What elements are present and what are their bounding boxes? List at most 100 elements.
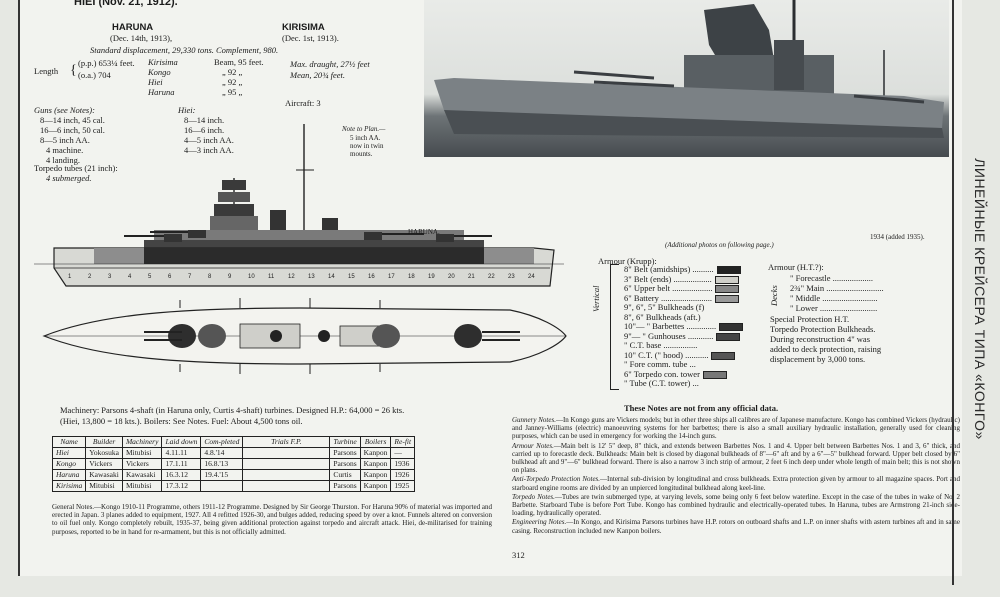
page-number: 312: [512, 550, 525, 560]
gun-line-4: 4 machine.: [46, 145, 84, 155]
table-cell: 4.8.'14: [200, 447, 244, 459]
table-cell: Kanpon: [359, 458, 392, 470]
beam-val-3: „ 92 „: [222, 77, 243, 87]
ship-name-haruna: HARUNA: [112, 22, 154, 33]
general-notes-text: General Notes.—Kongo 1910-11 Programme, …: [52, 503, 492, 536]
armour-swatch-icon: [711, 351, 736, 360]
beam-ship-2: Kongo: [148, 67, 171, 77]
section-number: 4: [128, 274, 132, 280]
table-cell: Kongo: [51, 458, 87, 470]
armour-line: 6" Torpedo con. tower: [624, 369, 743, 379]
length-label: Length: [34, 66, 59, 76]
special-2: Torpedo Protection Bulkheads.: [770, 324, 876, 334]
section-number: 1: [68, 274, 72, 280]
section-number: 7: [188, 274, 192, 280]
note-to-plan-1: 5 inch AA.: [350, 134, 381, 142]
ship-photograph: [424, 0, 949, 157]
note-paragraph: Gunnery Notes.—In Kongo guns are Vickers…: [512, 416, 960, 441]
table-cell: Curtis: [329, 469, 361, 481]
armour-line: 10" C.T. (" hood) ...........: [624, 350, 743, 360]
table-cell: Kawasaki: [85, 469, 123, 481]
armour-line-text: 9", 6", 5" Bulkheads (f): [624, 302, 705, 312]
deck-line-4: " Lower ...........................: [790, 303, 878, 313]
photo-caption: (Additional photos on following page.): [665, 241, 774, 249]
table-cell: Vickers: [85, 458, 123, 470]
beam-ship-1: Kirisima: [148, 57, 178, 67]
hiei-guns-title: Hiei:: [178, 105, 196, 115]
section-number: 6: [168, 274, 172, 280]
armour-swatch-icon: [716, 332, 741, 341]
table-header-cell: Turbine: [329, 436, 361, 448]
table-cell: Parsons: [329, 458, 361, 470]
section-number: 11: [268, 274, 275, 280]
torpedo-value: 4 submerged.: [46, 173, 92, 183]
special-3: During reconstruction 4" was: [770, 334, 871, 344]
table-header-cell: Builder: [85, 436, 123, 448]
haruna-date: (Dec. 14th, 1913),: [110, 33, 173, 43]
special-1: Special Protection H.T.: [770, 314, 850, 324]
beam-ship-4: Haruna: [148, 87, 175, 97]
page-border-right: [952, 0, 954, 585]
armour-line-text: " Fore comm. tube ...: [624, 359, 696, 369]
armour-swatch-icon: [719, 323, 744, 332]
hiei-gun-1: 8—14 inch.: [184, 115, 225, 125]
armour-line: 8", 6" Bulkheads (aft.): [624, 312, 743, 322]
table-cell: Kanpon: [359, 469, 392, 481]
brace-icon: {: [70, 63, 77, 78]
table-header-cell: Machinery: [121, 436, 163, 448]
special-4: added to deck protection, raising: [770, 344, 882, 354]
armour-line-text: 3" Belt (ends) ..................: [624, 273, 712, 284]
note-heading: Torpedo Notes.: [512, 492, 555, 501]
section-number: 8: [208, 274, 212, 280]
armour-line: 9", 6", 5" Bulkheads (f): [624, 302, 743, 312]
table-cell: 1925: [390, 480, 416, 492]
general-notes: General Notes.—Kongo 1910-11 Programme, …: [52, 503, 492, 537]
note-heading: Gunnery Notes.: [512, 416, 556, 424]
note-to-plan-title: Note to Plan.—: [342, 125, 386, 133]
table-cell: Mitubisi: [85, 480, 123, 492]
deck-line-3: " Middle ..........................: [790, 293, 878, 303]
armour-line: 10"— " Barbettes ..............: [624, 321, 744, 332]
armour-ht-title: Armour (H.T.?):: [768, 262, 824, 272]
armour-line: 6" Upper belt ...................: [624, 283, 743, 294]
gun-line-5: 4 landing.: [46, 155, 80, 165]
section-number: 13: [308, 274, 315, 280]
notes-heading: These Notes are not from any official da…: [624, 403, 779, 413]
table-cell: Kirisima: [51, 480, 87, 492]
hiei-gun-2: 16—6 inch.: [184, 125, 225, 135]
section-number: 2: [88, 274, 92, 280]
table-cell: Mitubisi: [121, 480, 163, 492]
special-5: displacement by 3,000 tons.: [770, 354, 866, 364]
armour-line-text: 8", 6" Bulkheads (aft.): [624, 311, 701, 322]
section-number: 5: [148, 274, 152, 280]
machinery-line-2: (Hiei, 13,800 = 18 kts.). Boilers: See N…: [60, 416, 303, 426]
kirisima-date: (Dec. 1st, 1913).: [282, 33, 339, 43]
note-text: —In Kongo, and Kirisima Parsons turbines…: [512, 518, 960, 535]
table-cell: Kanpon: [359, 447, 392, 459]
armour-line-text: " Tube (C.T. tower) ...: [624, 378, 699, 388]
armour-swatch-icon: [715, 294, 739, 303]
table-cell: 16.8.'13: [200, 458, 244, 470]
table-cell: [242, 480, 331, 492]
armour-line: 8" Belt (amidships) ..........: [624, 264, 743, 275]
armour-line-text: 9"— " Gunhouses ............: [624, 330, 714, 341]
table-header-cell: Name: [51, 436, 87, 448]
table-cell: Haruna: [51, 469, 87, 481]
table-cell: 17.1.11: [161, 458, 202, 470]
armour-line: " Tube (C.T. tower) ...: [624, 378, 743, 388]
mean-draught: Mean, 20¾ feet.: [290, 70, 345, 80]
torpedo-title: Torpedo tubes (21 inch):: [34, 163, 118, 173]
hiei-gun-4: 4—3 inch AA.: [184, 145, 234, 155]
armour-line: " C.T. base ................: [624, 340, 743, 350]
table-cell: [242, 469, 331, 481]
section-number: 22: [488, 274, 495, 280]
armour-swatch-icon: [702, 370, 727, 379]
beam-val-4: „ 95 „: [222, 87, 243, 97]
armour-line-text: " C.T. base ................: [624, 340, 698, 350]
table-header-cell: Laid down: [161, 436, 202, 448]
note-paragraph: Anti-Torpedo Protection Notes.—Internal …: [512, 475, 960, 491]
side-caption: ЛИНЕЙНЫЕ КРЕЙСЕРА ТИПА «КОНГО»: [962, 0, 998, 597]
